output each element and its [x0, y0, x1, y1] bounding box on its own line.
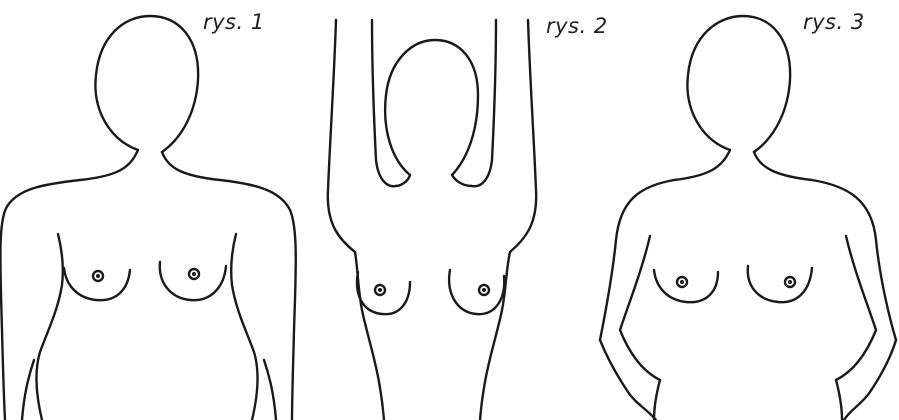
left-nipple — [378, 288, 382, 292]
left-nipple — [680, 280, 684, 284]
caption-figure-1: rys. 1 — [203, 10, 265, 34]
right-breast — [160, 262, 226, 300]
right-arm-inner — [472, 20, 496, 186]
right-nipple — [788, 280, 792, 284]
left-forearm — [600, 340, 656, 420]
neck-right — [452, 175, 472, 186]
left-torso — [36, 234, 62, 420]
left-breast — [64, 268, 130, 300]
right-arm-inner — [836, 236, 876, 380]
left-shoulder-arm — [600, 150, 730, 340]
head-outline — [385, 40, 478, 175]
right-shoulder — [162, 152, 296, 420]
left-arm-inner — [372, 20, 396, 186]
figure-2-arms-raised: rys. 2 — [300, 0, 600, 420]
head-outline — [95, 16, 198, 152]
right-torso — [480, 252, 510, 420]
left-arm-outer — [328, 20, 355, 252]
figure-1-drawing — [0, 0, 300, 420]
right-nipple — [192, 272, 196, 276]
left-arm-inner — [620, 236, 660, 380]
left-waist — [654, 380, 660, 420]
right-arm-outer — [510, 20, 536, 252]
neck-left — [396, 175, 410, 186]
figure-1-arms-down: rys. 1 — [0, 0, 300, 420]
left-arm-inner — [22, 360, 34, 420]
left-torso — [355, 252, 384, 420]
right-breast — [449, 270, 504, 314]
figure-2-drawing — [300, 0, 600, 420]
left-nipple — [96, 274, 100, 278]
figure-3-drawing — [600, 0, 899, 420]
right-breast — [748, 266, 812, 302]
right-torso — [231, 234, 257, 420]
head-outline — [687, 16, 790, 152]
caption-figure-2: rys. 2 — [546, 14, 608, 38]
figure-3-hands-on-hips: rys. 3 — [600, 0, 899, 420]
right-waist — [836, 380, 842, 420]
right-nipple — [482, 288, 486, 292]
right-forearm — [844, 340, 896, 420]
right-shoulder-arm — [754, 152, 896, 340]
caption-figure-3: rys. 3 — [803, 10, 865, 34]
right-arm-inner — [264, 360, 276, 420]
